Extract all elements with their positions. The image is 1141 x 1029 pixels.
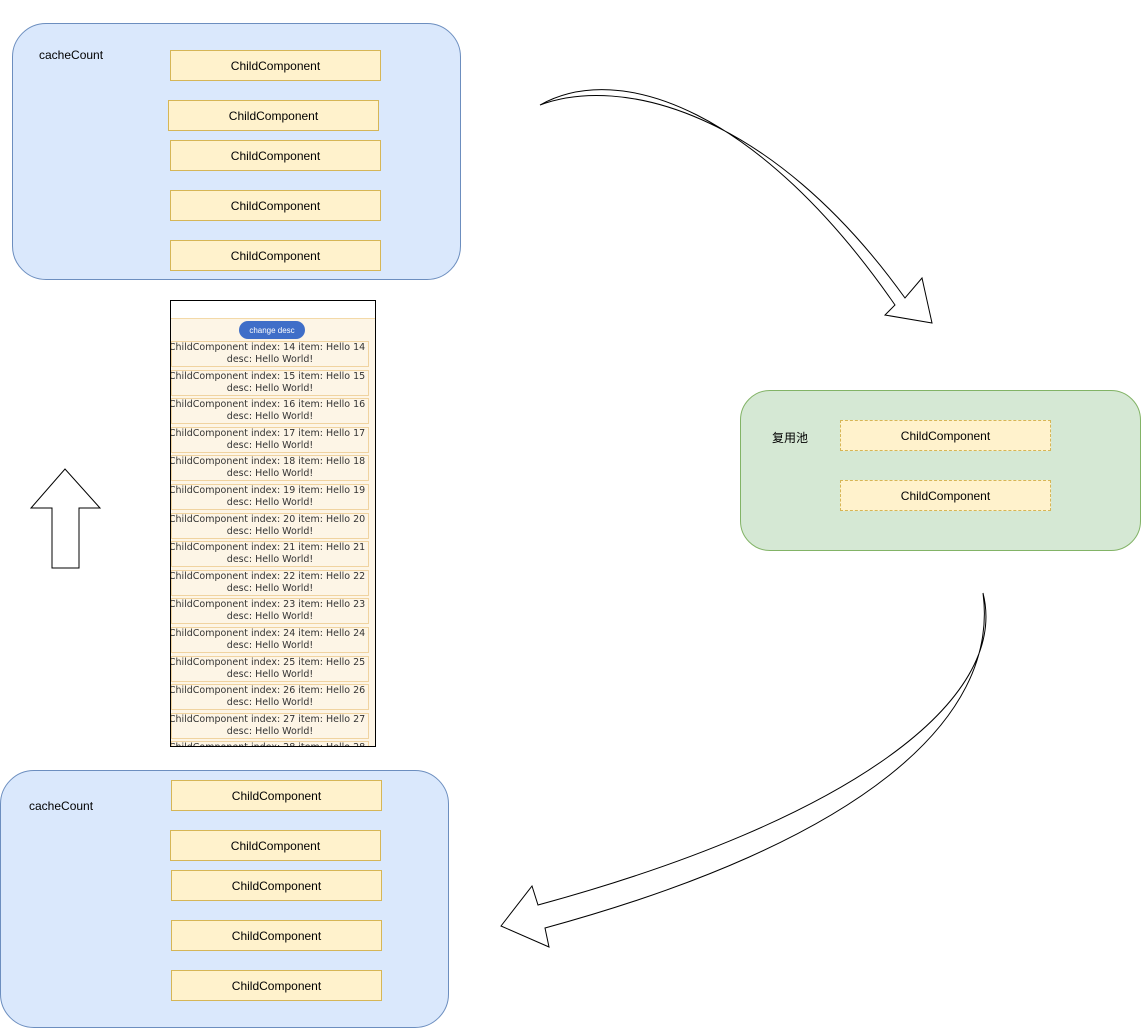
- bottom-child-component: ChildComponent: [171, 920, 382, 951]
- up-arrow: [29, 468, 102, 569]
- phone-list-item-title: ChildComponent index: 28 item: Hello 28: [171, 742, 368, 746]
- phone-list-item-desc: desc: Hello World!: [226, 725, 314, 737]
- phone-list-item-title: ChildComponent index: 27 item: Hello 27: [170, 713, 366, 725]
- phone-list-item-title: ChildComponent index: 25 item: Hello 25: [170, 656, 366, 668]
- phone-list-item-desc: desc: Hello World!: [226, 382, 314, 394]
- phone-list-item-title: ChildComponent index: 16 item: Hello 16: [170, 399, 366, 411]
- top-child-component: ChildComponent: [170, 240, 381, 271]
- top-child-component: ChildComponent: [170, 190, 381, 221]
- phone-list-item-title: ChildComponent index: 20 item: Hello 20: [170, 513, 366, 525]
- phone-list-item-title: ChildComponent index: 21 item: Hello 21: [170, 542, 366, 554]
- phone-list-item-title: ChildComponent index: 24 item: Hello 24: [170, 628, 366, 639]
- top-child-component: ChildComponent: [170, 50, 381, 81]
- phone-list-item-desc: desc: Hello World!: [226, 582, 314, 594]
- phone-list-item-title: ChildComponent index: 18 item: Hello 18: [170, 456, 366, 468]
- change-desc-button[interactable]: change desc: [239, 321, 305, 339]
- pool-child-component: ChildComponent: [840, 480, 1051, 511]
- phone-list-item-title: ChildComponent index: 17 item: Hello 17: [170, 427, 366, 439]
- top-cache-label: cacheCount: [39, 48, 104, 62]
- phone-list-item-desc: desc: Hello World!: [226, 640, 314, 651]
- phone-list-item-desc: desc: Hello World!: [226, 468, 314, 480]
- phone-list-item-desc: desc: Hello World!: [226, 611, 314, 623]
- phone-list-item-desc: desc: Hello World!: [226, 497, 314, 508]
- bottom-child-component: ChildComponent: [170, 830, 381, 861]
- phone-list-item-desc: desc: Hello World!: [226, 554, 314, 566]
- phone-list: change desc ChildComponent index: 14 ite…: [171, 318, 375, 746]
- reuse-pool-group: 复用池: [740, 390, 1141, 551]
- bottom-cache-label: cacheCount: [29, 799, 94, 813]
- phone-list-item-desc: desc: Hello World!: [226, 668, 314, 680]
- curved-arrow-to-pool: [539, 89, 933, 324]
- phone-list-item-desc: desc: Hello World!: [226, 525, 314, 537]
- reuse-pool-label: 复用池: [772, 431, 809, 445]
- pool-child-component: ChildComponent: [840, 420, 1051, 451]
- curved-arrow-from-pool: [500, 592, 987, 948]
- phone-list-item-title: ChildComponent index: 15 item: Hello 15: [170, 370, 366, 382]
- phone-list-item-desc: desc: Hello World!: [226, 697, 314, 709]
- phone-list-item-desc: desc: Hello World!: [226, 411, 314, 423]
- phone-screenshot: change desc ChildComponent index: 14 ite…: [170, 300, 376, 747]
- phone-list-item-title: ChildComponent index: 23 item: Hello 23: [170, 599, 366, 611]
- phone-list-item-title: ChildComponent index: 22 item: Hello 22: [170, 570, 366, 582]
- bottom-child-component: ChildComponent: [171, 870, 382, 901]
- phone-list-item-title: ChildComponent index: 19 item: Hello 19: [170, 485, 366, 496]
- phone-list-item-title: ChildComponent index: 14 item: Hello 14: [170, 342, 366, 353]
- phone-list-item-desc: desc: Hello World!: [226, 439, 314, 451]
- phone-list-item-title: ChildComponent index: 26 item: Hello 26: [170, 685, 366, 697]
- bottom-child-component: ChildComponent: [171, 780, 382, 811]
- top-child-component: ChildComponent: [170, 140, 381, 171]
- phone-list-item-desc: desc: Hello World!: [226, 354, 314, 365]
- phone-list-item: ChildComponent index: 28 item: Hello 28: [171, 741, 369, 746]
- top-child-component: ChildComponent: [168, 100, 379, 131]
- bottom-child-component: ChildComponent: [171, 970, 382, 1001]
